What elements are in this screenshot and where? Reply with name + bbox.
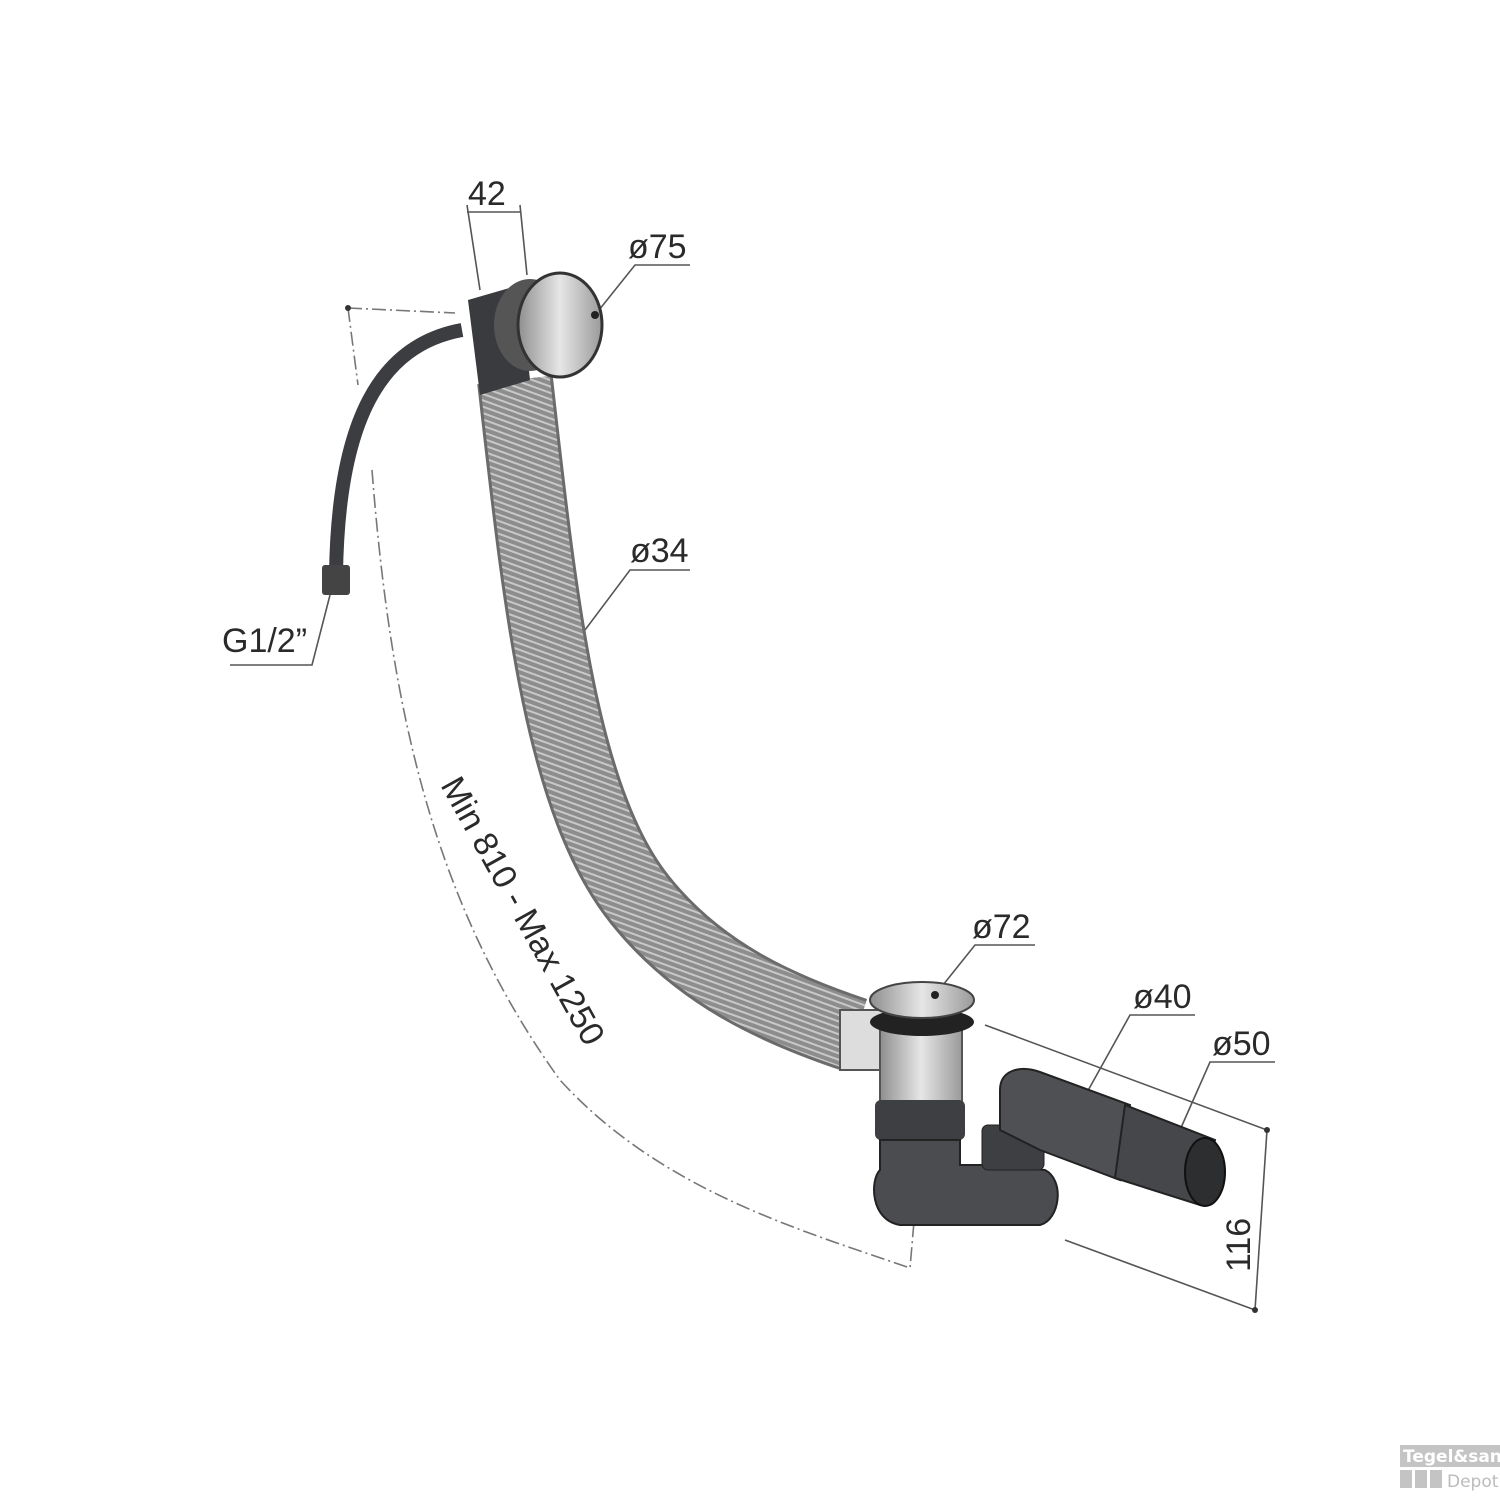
watermark-line2: Depot (1447, 1472, 1499, 1492)
trap (873, 1068, 1226, 1226)
supply-hose (329, 323, 464, 576)
dim-dia-72: ø72 (972, 908, 1031, 946)
dim-thread: G1/2” (222, 622, 307, 660)
dim-42: 42 (468, 175, 506, 213)
overflow-head (468, 271, 604, 395)
dim-116: 116 (1220, 1218, 1258, 1272)
dim-dia-50: ø50 (1212, 1025, 1271, 1063)
dim-dia-75: ø75 (628, 228, 687, 266)
watermark-logo: Tegel&sanitair Depot (1400, 1445, 1500, 1492)
dimension-lines (230, 204, 1275, 1313)
watermark-line1: Tegel&sanitair (1403, 1447, 1500, 1467)
dim-dia-34: ø34 (630, 532, 689, 570)
dim-dia-40: ø40 (1133, 978, 1192, 1016)
supply-connector (322, 565, 350, 595)
waste-valve (839, 981, 975, 1140)
